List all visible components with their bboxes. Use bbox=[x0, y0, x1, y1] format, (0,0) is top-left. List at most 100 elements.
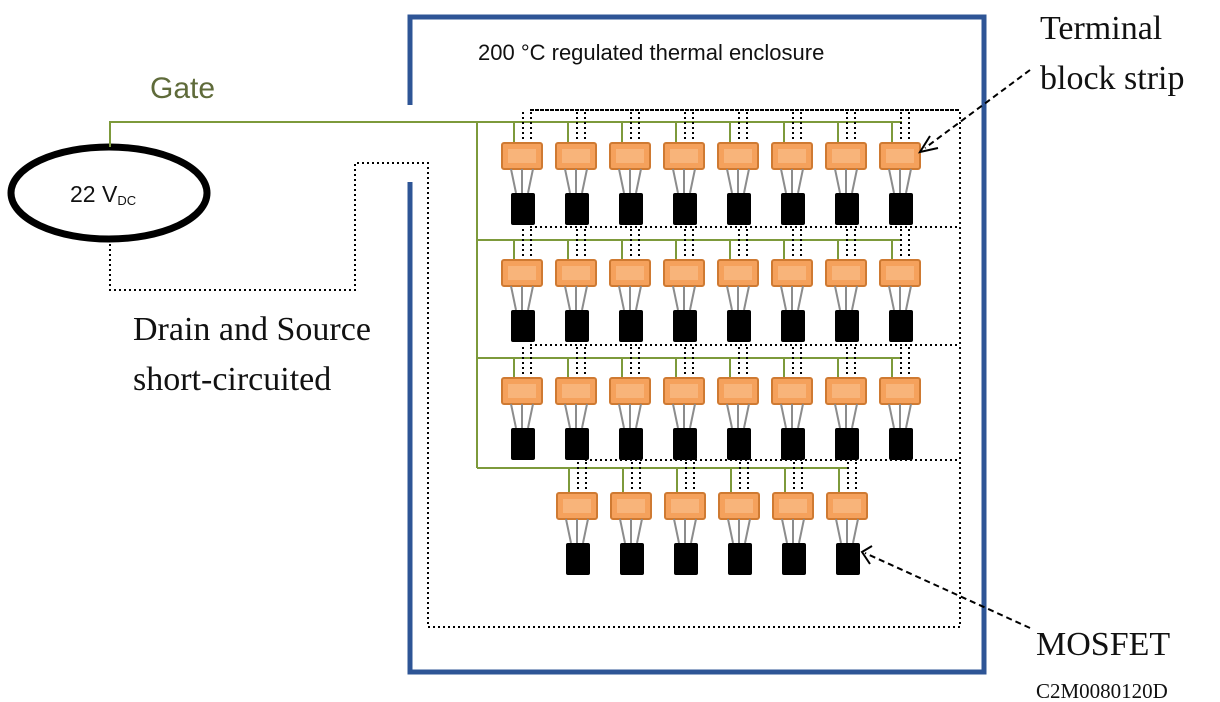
mosfet-pin-1 bbox=[888, 285, 895, 311]
mosfet-pin-3 bbox=[689, 285, 696, 311]
mosfet-pin-1 bbox=[834, 403, 841, 429]
terminal-block-face bbox=[508, 384, 536, 398]
enclosure-border bbox=[407, 14, 987, 675]
mosfet-body bbox=[511, 310, 535, 342]
mosfet-pin-3 bbox=[636, 518, 643, 544]
mosfet-pin-3 bbox=[905, 285, 912, 311]
mosfet-pin-3 bbox=[797, 285, 804, 311]
mosfet-pin-1 bbox=[673, 518, 680, 544]
mosfet-pin-1 bbox=[888, 403, 895, 429]
terminal-block-face bbox=[832, 149, 860, 163]
mosfet-unit bbox=[717, 345, 759, 460]
mosfet-pin-3 bbox=[635, 285, 642, 311]
mosfet-pin-1 bbox=[888, 168, 895, 194]
terminal-block-face bbox=[832, 266, 860, 280]
mosfet-unit bbox=[825, 110, 867, 225]
terminal-block-label-line2: block strip bbox=[1040, 60, 1185, 97]
mosfet-unit bbox=[771, 227, 813, 342]
mosfet-pin-3 bbox=[581, 168, 588, 194]
mosfet-unit bbox=[663, 110, 705, 225]
mosfet-pin-3 bbox=[744, 518, 751, 544]
mosfet-unit bbox=[771, 110, 813, 225]
terminal-block-face bbox=[670, 384, 698, 398]
mosfet-pin-1 bbox=[564, 285, 571, 311]
mosfet-part-number: C2M0080120D bbox=[1036, 679, 1168, 702]
mosfet-pin-1 bbox=[780, 168, 787, 194]
mosfet-body bbox=[511, 193, 535, 225]
mosfet-pin-3 bbox=[635, 403, 642, 429]
terminal-block-face bbox=[778, 149, 806, 163]
mosfet-body bbox=[727, 428, 751, 460]
mosfet-pin-1 bbox=[618, 285, 625, 311]
mosfet-body bbox=[511, 428, 535, 460]
mosfet-body bbox=[619, 193, 643, 225]
mosfet-pin-3 bbox=[743, 285, 750, 311]
mosfet-unit bbox=[555, 345, 597, 460]
mosfet-pin-1 bbox=[834, 168, 841, 194]
enclosure-layer bbox=[407, 14, 1031, 675]
terminal-block-face bbox=[617, 499, 645, 513]
terminal-block-face bbox=[562, 266, 590, 280]
terminal-block-face bbox=[670, 266, 698, 280]
terminal-block-face bbox=[616, 384, 644, 398]
mosfet-body bbox=[835, 428, 859, 460]
mosfet-pin-3 bbox=[689, 403, 696, 429]
mosfet-pin-1 bbox=[510, 168, 517, 194]
terminal-block-callout-line bbox=[924, 69, 1031, 149]
mosfet-unit bbox=[879, 227, 921, 342]
mosfet-body bbox=[781, 193, 805, 225]
mosfet-pin-1 bbox=[726, 168, 733, 194]
mosfet-pin-3 bbox=[527, 168, 534, 194]
mosfet-unit bbox=[663, 345, 705, 460]
mosfet-pin-1 bbox=[672, 403, 679, 429]
terminal-block-face bbox=[616, 266, 644, 280]
mosfet-label: MOSFET bbox=[1036, 626, 1171, 663]
drain-source-label-line2: short-circuited bbox=[133, 361, 332, 398]
mosfet-body bbox=[565, 193, 589, 225]
mosfet-pin-1 bbox=[619, 518, 626, 544]
terminal-block-label-line1: Terminal bbox=[1040, 10, 1163, 47]
mosfet-body bbox=[889, 310, 913, 342]
mosfet-unit bbox=[663, 227, 705, 342]
terminal-block-face bbox=[724, 266, 752, 280]
mosfet-pin-3 bbox=[852, 518, 859, 544]
mosfet-pin-1 bbox=[727, 518, 734, 544]
mosfet-pin-3 bbox=[527, 403, 534, 429]
terminal-block-face bbox=[725, 499, 753, 513]
mosfet-unit bbox=[717, 110, 759, 225]
terminal-block-face bbox=[778, 384, 806, 398]
mosfet-pin-3 bbox=[689, 168, 696, 194]
mosfet-pin-3 bbox=[797, 168, 804, 194]
mosfet-pin-1 bbox=[618, 403, 625, 429]
mosfet-pin-3 bbox=[581, 285, 588, 311]
mosfet-pin-3 bbox=[905, 168, 912, 194]
mosfet-pin-1 bbox=[780, 285, 787, 311]
mosfet-unit bbox=[555, 110, 597, 225]
mosfet-body bbox=[674, 543, 698, 575]
mosfet-unit bbox=[772, 460, 814, 575]
mosfet-pin-1 bbox=[835, 518, 842, 544]
terminal-block-face bbox=[563, 499, 591, 513]
terminal-block-face bbox=[886, 266, 914, 280]
terminal-block-face bbox=[886, 149, 914, 163]
mosfet-unit bbox=[718, 460, 760, 575]
mosfet-body bbox=[673, 428, 697, 460]
mosfet-unit bbox=[717, 227, 759, 342]
mosfet-unit bbox=[826, 460, 868, 575]
drain-source-label-line1: Drain and Source bbox=[133, 311, 371, 348]
terminal-block-face bbox=[508, 149, 536, 163]
mosfet-pin-3 bbox=[582, 518, 589, 544]
mosfet-pin-1 bbox=[510, 285, 517, 311]
terminal-block-face bbox=[670, 149, 698, 163]
mosfet-unit bbox=[501, 110, 543, 225]
mosfet-body bbox=[619, 428, 643, 460]
voltage-subscript: DC bbox=[117, 193, 137, 208]
mosfet-unit bbox=[609, 110, 651, 225]
mosfet-pin-1 bbox=[565, 518, 572, 544]
mosfet-pin-3 bbox=[851, 285, 858, 311]
mosfet-body bbox=[728, 543, 752, 575]
terminal-block-face bbox=[778, 266, 806, 280]
mosfet-unit bbox=[825, 345, 867, 460]
mosfet-body bbox=[673, 310, 697, 342]
